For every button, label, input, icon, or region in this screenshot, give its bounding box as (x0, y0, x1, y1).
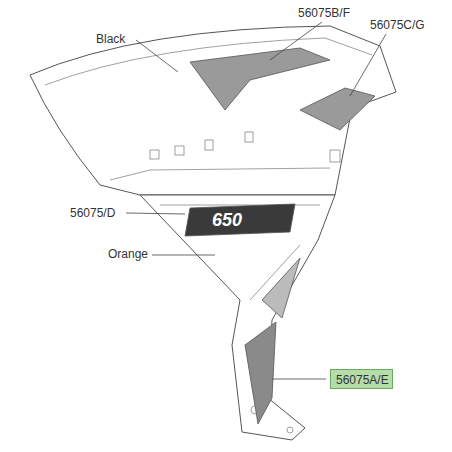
mount-hole (175, 146, 184, 155)
leader-line (272, 379, 326, 380)
decal-c-g (300, 88, 375, 130)
cover-crease (110, 168, 330, 180)
mount-hole (287, 427, 293, 433)
panel-crease (160, 205, 320, 206)
leader-line (270, 22, 322, 60)
color-note: Black (96, 32, 125, 46)
part-number: 56075/D (70, 206, 115, 220)
highlighted-part-number: 56075A/E (330, 369, 393, 389)
decal-a-e (262, 258, 300, 318)
color-note: Orange (108, 247, 148, 261)
leader-line (136, 40, 178, 72)
part-number: 56075B/F (298, 6, 350, 20)
part-number: 56075A/E (336, 373, 387, 387)
decal-d (185, 204, 295, 236)
side-panel (140, 195, 335, 440)
leader-line (152, 255, 215, 256)
tank-cover (30, 26, 396, 195)
decal-b-f (190, 48, 330, 110)
decal-a-e (245, 322, 276, 424)
leader-line (350, 34, 386, 96)
mount-hole (150, 150, 159, 159)
leader-line (126, 213, 185, 214)
mount-hole (205, 140, 213, 150)
part-number: 56075C/G (370, 18, 425, 32)
mount-hole (330, 150, 340, 162)
mount-hole (245, 132, 253, 142)
decal-logo: 650 (212, 209, 242, 231)
